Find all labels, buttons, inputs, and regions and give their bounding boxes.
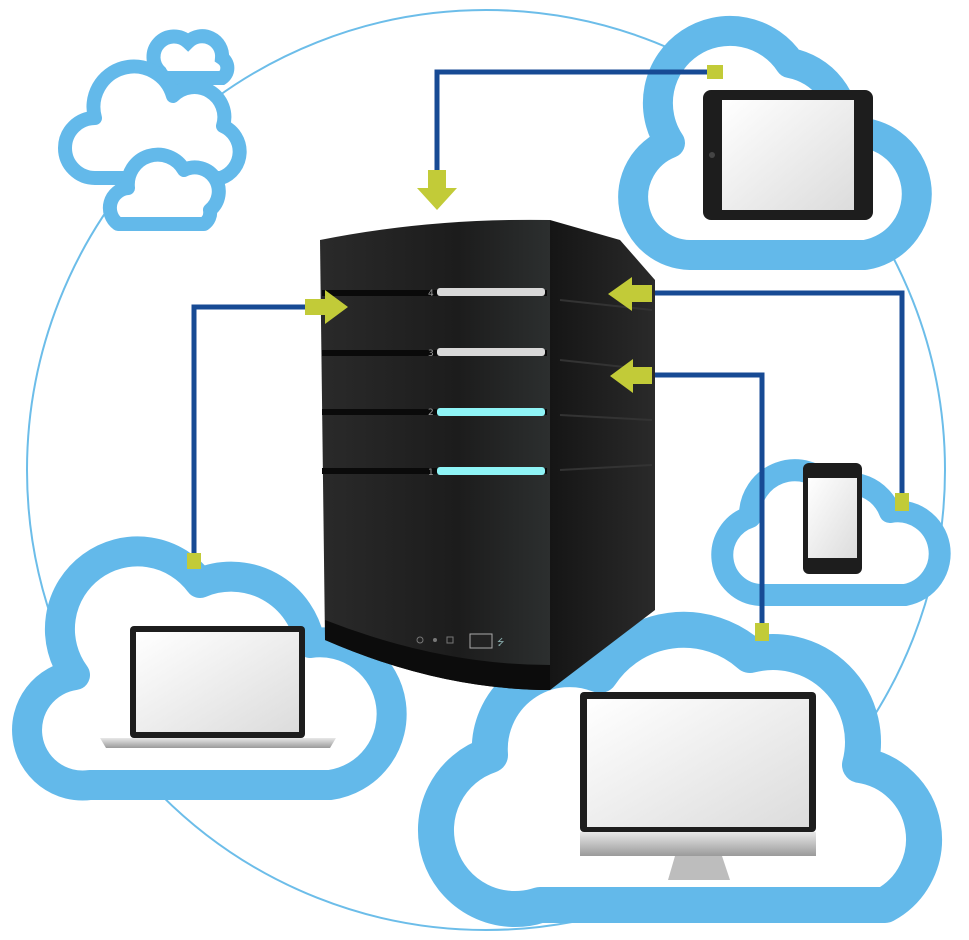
power-icon (416, 636, 424, 644)
arrow-right-icon (305, 290, 348, 324)
smartphone-device (803, 463, 862, 574)
drive-bay-1: 1 (322, 467, 547, 478)
arrow-down-icon (417, 170, 457, 210)
tablet-device (703, 90, 873, 220)
disk-icon (446, 636, 454, 644)
connection-wires (191, 69, 905, 630)
nas-server: 4 3 2 1 ⭍ (320, 219, 655, 691)
bay-label: 1 (428, 468, 434, 478)
bay-label: 2 (428, 408, 434, 418)
network-ring (26, 9, 946, 931)
drive-bay-3: 3 (322, 348, 547, 359)
laptop-device (100, 626, 336, 748)
usb-icon: ⭍ (497, 637, 505, 648)
sync-arrows (305, 170, 652, 393)
drive-bay-4: 4 (322, 288, 547, 299)
arrow-left-icon (608, 277, 652, 311)
network-icon (433, 638, 437, 642)
drive-bay-2: 2 (322, 408, 547, 418)
desktop-monitor-device (580, 692, 816, 880)
wire-connectors (187, 65, 909, 641)
decorative-clouds (58, 29, 247, 231)
bay-label: 4 (428, 289, 434, 299)
usb-port (469, 633, 493, 649)
bay-label: 3 (428, 349, 434, 359)
arrow-left-icon (610, 359, 652, 393)
